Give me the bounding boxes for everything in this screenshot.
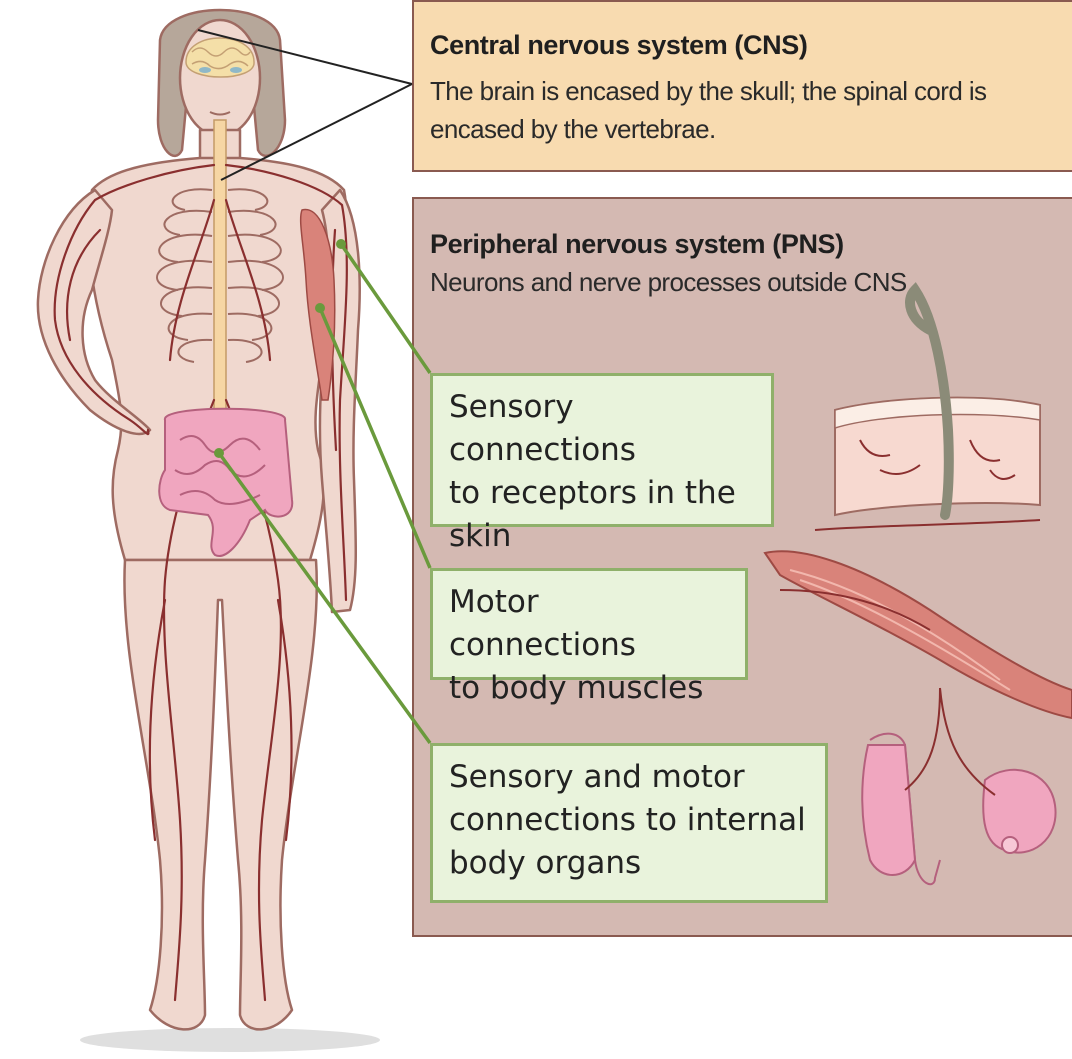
callout-motor-text: Motor connections to body muscles xyxy=(449,581,731,710)
callout-motor-connections: Motor connections to body muscles xyxy=(430,568,748,680)
muscle-icon xyxy=(765,551,1072,718)
spinal-cord xyxy=(214,120,226,420)
human-body-figure xyxy=(38,10,360,1029)
ground-shadow xyxy=(80,1028,380,1052)
callout-skin-receptors: Sensory connections to receptors in the … xyxy=(430,373,774,527)
intestine-icon xyxy=(862,688,1055,884)
callout-skin-text: Sensory connections to receptors in the … xyxy=(449,386,757,558)
callout-organs-text: Sensory and motor connections to interna… xyxy=(449,756,811,885)
skin-section-icon xyxy=(815,290,1040,530)
callout-internal-organs: Sensory and motor connections to interna… xyxy=(430,743,828,903)
